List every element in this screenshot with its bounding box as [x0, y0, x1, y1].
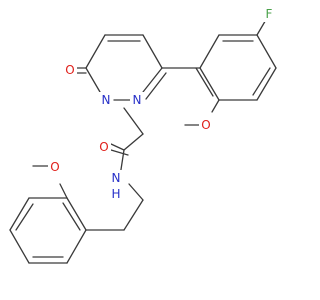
- bond: [15, 203, 34, 231]
- molecule-canvas: F O N N O O N H O: [9, 6, 277, 264]
- amide-oxygen-atom: O: [97, 139, 111, 155]
- bond: [66, 229, 87, 264]
- bond: [211, 99, 220, 113]
- bond: [123, 107, 144, 135]
- bond: [85, 67, 101, 93]
- bond: [9, 229, 30, 264]
- molecule-structure: F O N N O O N H O: [9, 6, 277, 264]
- bond: [85, 34, 106, 69]
- fluorine-atom: F: [262, 6, 276, 22]
- atom-label-o-methoxy-aryl: O: [201, 118, 210, 132]
- bond: [9, 197, 30, 231]
- bond: [123, 199, 144, 231]
- amide-nitrogen-atom: N H: [109, 170, 123, 201]
- bond: [142, 67, 163, 93]
- bond: [62, 202, 81, 231]
- bond: [252, 67, 271, 96]
- atom-label-f: F: [266, 7, 273, 21]
- phenyl-methoxy-oxygen-atom: O: [48, 159, 62, 175]
- atom-label-nh: N: [112, 171, 121, 185]
- bond: [123, 133, 144, 151]
- bond: [110, 143, 125, 151]
- bond: [142, 34, 163, 69]
- bond: [59, 183, 68, 199]
- atom-labels: F O N N O O N H O: [48, 6, 276, 201]
- bonds: [9, 17, 277, 264]
- nitrogen-atom-n1: N: [99, 92, 113, 108]
- bond: [195, 67, 214, 97]
- bond: [199, 67, 220, 101]
- atom-label-nh-hydrogen: H: [111, 187, 120, 201]
- bond: [256, 34, 277, 69]
- bond: [145, 72, 167, 100]
- atom-label-o-ketone: O: [65, 63, 74, 77]
- bond: [128, 183, 144, 201]
- nitrogen-atom-n2: N: [130, 92, 144, 108]
- bond: [66, 197, 87, 231]
- atom-label-o-amide: O: [99, 140, 108, 154]
- atom-label-n1: N: [102, 93, 111, 107]
- bond: [110, 149, 129, 156]
- ketone-oxygen-atom: O: [63, 62, 77, 78]
- bond: [256, 67, 277, 101]
- aryl-methoxy-oxygen-atom: O: [199, 118, 213, 134]
- bond: [199, 34, 220, 69]
- atom-label-o-methoxy-phenyl: O: [50, 160, 59, 174]
- atom-label-n2: N: [133, 93, 142, 107]
